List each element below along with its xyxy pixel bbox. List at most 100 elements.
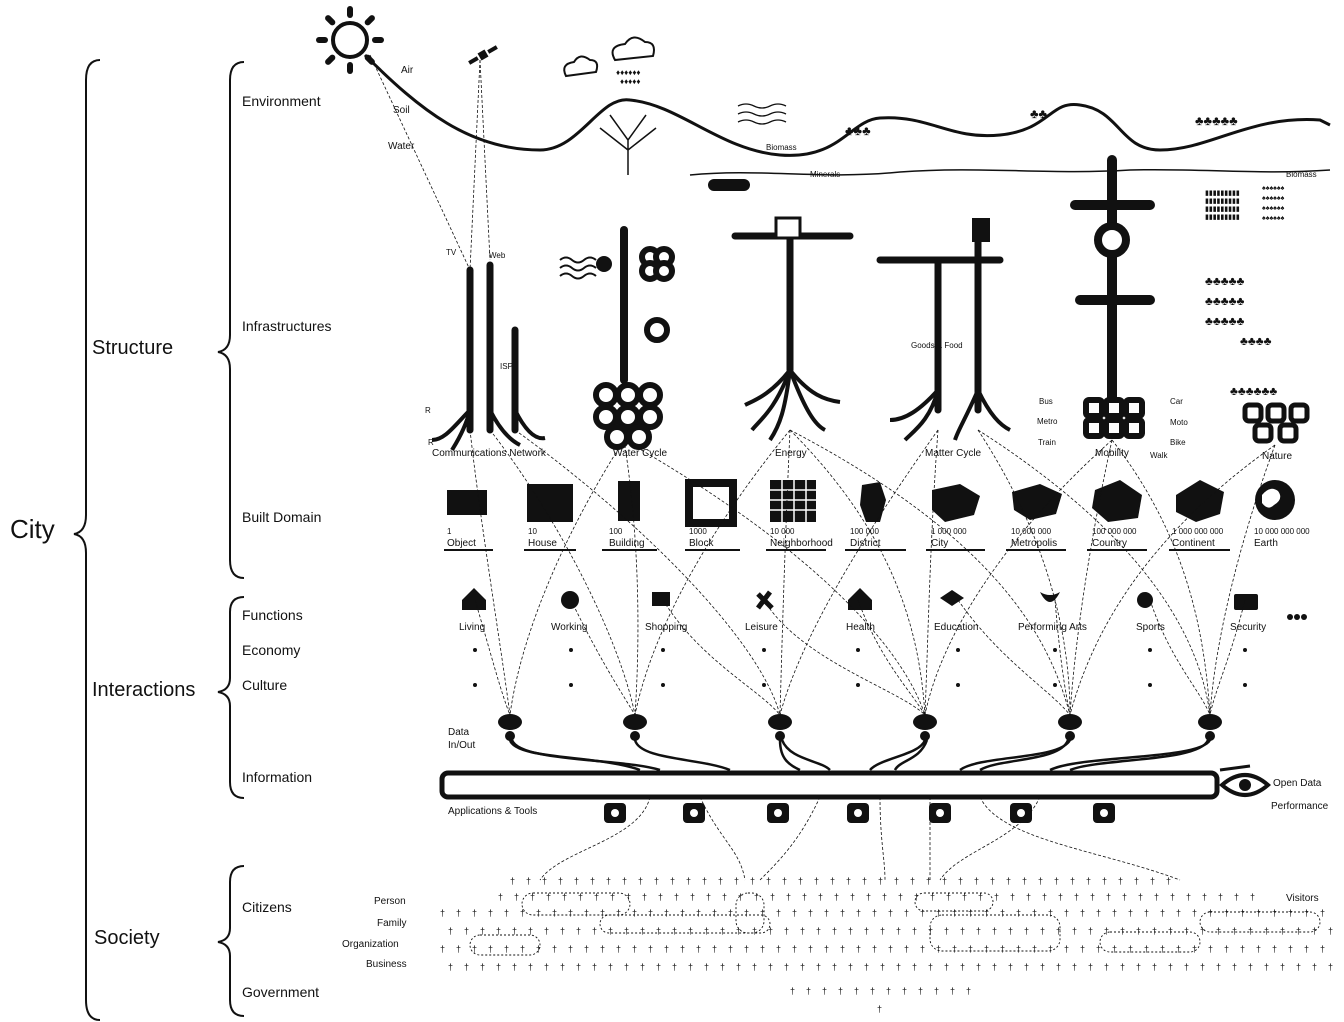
svg-text:♦♦♦♦♦: ♦♦♦♦♦ xyxy=(620,77,640,86)
bd-count-1: 10 xyxy=(528,527,537,536)
citizen-figure-icon: † xyxy=(920,908,925,918)
comms-r1-label: R xyxy=(425,406,431,415)
app-icon-6 xyxy=(1010,803,1032,823)
citizen-figure-icon: † xyxy=(926,876,931,886)
citizen-figure-icon: † xyxy=(1312,962,1317,972)
citizen-figure-icon: † xyxy=(1304,944,1309,954)
citizen-figure-icon: † xyxy=(552,944,557,954)
citizen-figure-icon: † xyxy=(1264,962,1269,972)
citizen-figure-icon: † xyxy=(786,892,791,902)
bd-count-9: 1 000 000 000 xyxy=(1172,527,1224,536)
citizen-figure-icon: † xyxy=(790,986,795,996)
svg-text:▮▮▮▮▮▮▮▮▮: ▮▮▮▮▮▮▮▮▮ xyxy=(1205,198,1240,205)
citizen-figure-icon: † xyxy=(962,892,967,902)
group-structure-label: Structure xyxy=(92,337,174,359)
citizen-figure-icon: † xyxy=(640,926,645,936)
citizen-figure-icon: † xyxy=(1064,944,1069,954)
bd-name-5: District xyxy=(850,538,881,549)
citizen-figure-icon: † xyxy=(1128,908,1133,918)
citizen-figure-icon: † xyxy=(846,876,851,886)
citizen-figure-icon: † xyxy=(1320,944,1325,954)
citizen-figure-icon: † xyxy=(528,962,533,972)
citizen-figure-icon: † xyxy=(1120,926,1125,936)
citizen-figure-icon: † xyxy=(1096,908,1101,918)
group-society-label: Society xyxy=(94,927,160,949)
citizen-figure-icon: † xyxy=(1272,908,1277,918)
citizen-figure-icon: † xyxy=(696,944,701,954)
citizen-figure-icon: † xyxy=(760,944,765,954)
citizen-figure-icon: † xyxy=(632,944,637,954)
bd-count-7: 10 000 000 xyxy=(1011,527,1052,536)
citizen-figure-icon: † xyxy=(600,908,605,918)
bd-name-1: House xyxy=(528,538,557,549)
citizen-figure-icon: † xyxy=(872,908,877,918)
citizen-figure-icon: † xyxy=(496,926,501,936)
bd-count-5: 100 000 xyxy=(850,527,879,536)
citizen-figure-icon: † xyxy=(528,926,533,936)
citizen-figure-icon: † xyxy=(520,944,525,954)
citizen-figure-icon: † xyxy=(984,944,989,954)
citizen-figure-icon: † xyxy=(752,926,757,936)
resource-biomass-2-label: Biomass xyxy=(1286,170,1317,179)
citizen-figure-icon: † xyxy=(1090,892,1095,902)
resource-biomass-label: Biomass xyxy=(766,143,797,152)
education-icon xyxy=(940,590,964,606)
citizen-figure-icon: † xyxy=(928,962,933,972)
citizen-figure-icon: † xyxy=(648,908,653,918)
citizen-figure-icon: † xyxy=(870,986,875,996)
group-interactions-label: Interactions xyxy=(92,679,196,701)
citizen-figure-icon: † xyxy=(1070,876,1075,886)
citizen-figure-icon: † xyxy=(1250,892,1255,902)
bd-name-0: Object xyxy=(447,538,476,549)
citizen-figure-icon: † xyxy=(488,908,493,918)
sports-icon xyxy=(1137,592,1153,608)
citizen-figure-icon: † xyxy=(1122,892,1127,902)
nature-cluster xyxy=(1242,402,1310,444)
citizen-figure-icon: † xyxy=(904,944,909,954)
citizen-figure-icon: † xyxy=(704,962,709,972)
citizen-figure-icon: † xyxy=(622,876,627,886)
citizen-figure-icon: † xyxy=(642,892,647,902)
citizen-figure-icon: † xyxy=(472,908,477,918)
citizen-figure-icon: † xyxy=(848,926,853,936)
mobility-roundabout-icon xyxy=(1094,222,1130,258)
citizen-figure-icon: † xyxy=(546,892,551,902)
citizen-figure-icon: † xyxy=(824,944,829,954)
citizen-figure-icon: † xyxy=(1312,926,1317,936)
citizen-figure-icon: † xyxy=(498,892,503,902)
country-icon xyxy=(1092,480,1142,522)
citizen-figure-icon: † xyxy=(624,962,629,972)
citizen-figure-icon: † xyxy=(1010,892,1015,902)
citizen-figure-icon: † xyxy=(1208,944,1213,954)
citizen-figure-icon: † xyxy=(1088,962,1093,972)
citizen-figure-icon: † xyxy=(560,962,565,972)
government-figure-icon: † xyxy=(877,1004,882,1014)
citizen-figure-icon: † xyxy=(896,926,901,936)
citizen-figure-icon: † xyxy=(992,926,997,936)
citizen-figure-icon: † xyxy=(594,892,599,902)
citizen-figure-icon: † xyxy=(792,944,797,954)
resource-petroleum-label: Petroleum xyxy=(712,183,749,192)
citizen-figure-icon: † xyxy=(984,908,989,918)
svg-text:♣♣♣♣♣: ♣♣♣♣♣ xyxy=(1205,294,1245,308)
mobility-train-label: Train xyxy=(1038,438,1056,447)
svg-text:♣♣♣♣♣: ♣♣♣♣♣ xyxy=(1195,113,1238,128)
citizen-figure-icon: † xyxy=(1150,876,1155,886)
sun-icon xyxy=(316,6,384,74)
mobility-structure xyxy=(1070,155,1155,405)
city-ontology-label: City Ontology xyxy=(1152,779,1213,790)
infra-mobility-label: Mobility xyxy=(1095,448,1129,459)
citizen-figure-icon: † xyxy=(1184,926,1189,936)
citizen-figure-icon: † xyxy=(896,962,901,972)
citizen-figure-icon: † xyxy=(690,892,695,902)
family-label: Family xyxy=(377,918,407,929)
citizen-figure-icon: † xyxy=(862,876,867,886)
leisure-icon xyxy=(756,590,774,610)
citizen-figure-icon: † xyxy=(488,944,493,954)
citizen-figure-icon: † xyxy=(600,944,605,954)
citizen-figure-icon: † xyxy=(822,986,827,996)
citizen-figure-icon: † xyxy=(606,876,611,886)
citizen-figure-icon: † xyxy=(946,892,951,902)
citizen-figure-icon: † xyxy=(784,962,789,972)
